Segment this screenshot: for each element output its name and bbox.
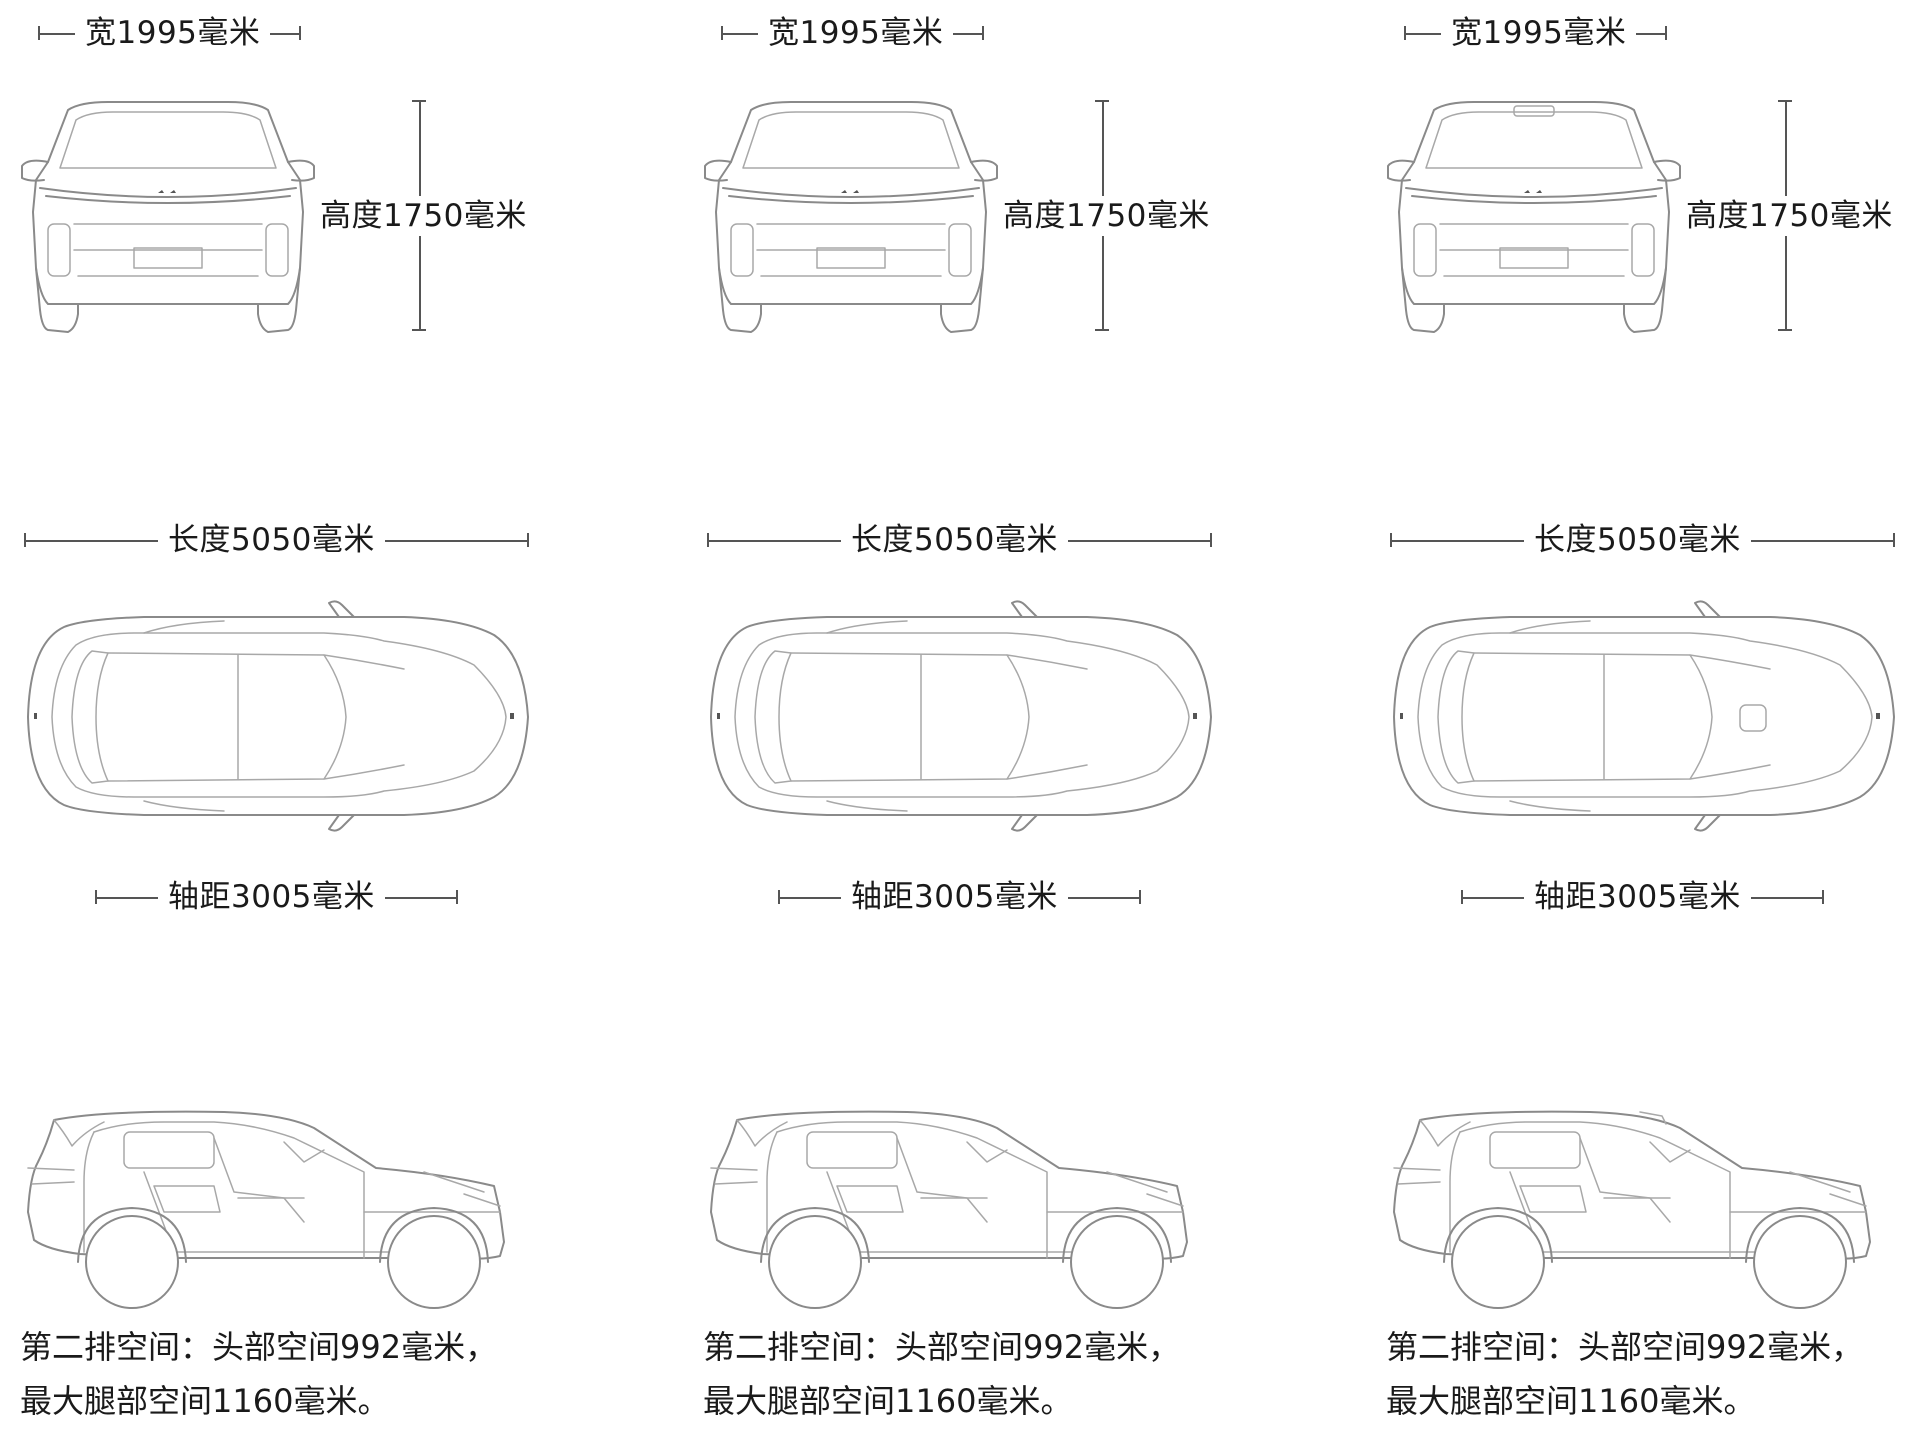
width-label: 宽1995毫米 — [75, 13, 271, 53]
length-dimension-tick — [1210, 533, 1212, 547]
height-dimension-tick — [412, 329, 426, 331]
wheelbase-dimension-tick — [1139, 890, 1141, 904]
car-front-view — [1387, 101, 1681, 333]
width-label: 宽1995毫米 — [758, 13, 954, 53]
wheelbase-label: 轴距3005毫米 — [1524, 877, 1751, 917]
second-row-caption-line-2: 最大腿部空间1160毫米。 — [703, 1382, 1073, 1420]
second-row-caption-line-2: 最大腿部空间1160毫米。 — [20, 1382, 390, 1420]
length-dimension-tick — [1893, 533, 1895, 547]
second-row-caption-line-2: 最大腿部空间1160毫米。 — [1386, 1382, 1756, 1420]
wheelbase-dimension-tick — [456, 890, 458, 904]
width-dimension-tick — [1665, 26, 1667, 40]
width-dimension-tick — [299, 26, 301, 40]
height-label: 高度1750毫米 — [1676, 196, 1903, 236]
car-side-cutaway-view — [27, 1110, 505, 1309]
car-top-view — [710, 600, 1212, 832]
second-row-caption-line-1: 第二排空间：头部空间992毫米， — [1386, 1328, 1864, 1366]
width-label: 宽1995毫米 — [1441, 13, 1637, 53]
second-row-caption-line-1: 第二排空间：头部空间992毫米， — [20, 1328, 498, 1366]
height-dimension-tick — [1095, 329, 1109, 331]
wheelbase-dimension-tick — [1822, 890, 1824, 904]
height-label: 高度1750毫米 — [993, 196, 1220, 236]
length-label: 长度5050毫米 — [158, 520, 385, 560]
width-dimension-tick — [982, 26, 984, 40]
car-top-view — [27, 600, 529, 832]
variant-column-2: 宽1995毫米 高度1750毫米 长度5050毫米 轴距3005毫米 — [683, 0, 1323, 1429]
car-side-cutaway-view — [710, 1110, 1188, 1309]
variant-column-3: 宽1995毫米 高度1750毫米 长度5050毫米 — [1366, 0, 1915, 1429]
length-label: 长度5050毫米 — [1524, 520, 1751, 560]
height-dimension-tick — [1778, 329, 1792, 331]
second-row-caption-line-1: 第二排空间：头部空间992毫米， — [703, 1328, 1181, 1366]
car-front-view — [21, 101, 315, 333]
length-label: 长度5050毫米 — [841, 520, 1068, 560]
car-top-view — [1393, 600, 1895, 832]
height-label: 高度1750毫米 — [310, 196, 537, 236]
variant-column-1: 宽1995毫米 高度1750毫米 长度5050毫米 — [0, 0, 640, 1429]
wheelbase-label: 轴距3005毫米 — [841, 877, 1068, 917]
wheelbase-label: 轴距3005毫米 — [158, 877, 385, 917]
car-front-view — [704, 101, 998, 333]
car-side-cutaway-view — [1393, 1110, 1871, 1309]
length-dimension-tick — [527, 533, 529, 547]
